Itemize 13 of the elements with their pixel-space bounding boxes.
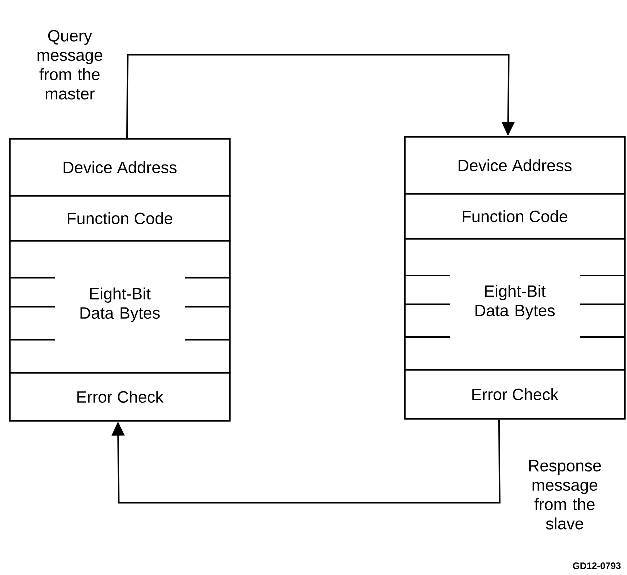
message-field: Error Check [9, 372, 231, 422]
caption-text: Query message from the master [38, 30, 103, 100]
arrow [126, 54, 516, 138]
message-field: Device Address [9, 138, 231, 197]
message-field: Error Check [404, 369, 626, 420]
arrow [112, 420, 501, 504]
message-field: Function Code [404, 193, 626, 240]
message-field: Device Address [404, 136, 626, 195]
caption-text: Response message from the slave [529, 460, 602, 530]
figure-code: GD12-0793 [573, 562, 621, 570]
data-field: Eight-Bit Data Bytes [9, 240, 231, 374]
data-field: Eight-Bit Data Bytes [404, 238, 626, 371]
message-field: Function Code [9, 195, 231, 242]
